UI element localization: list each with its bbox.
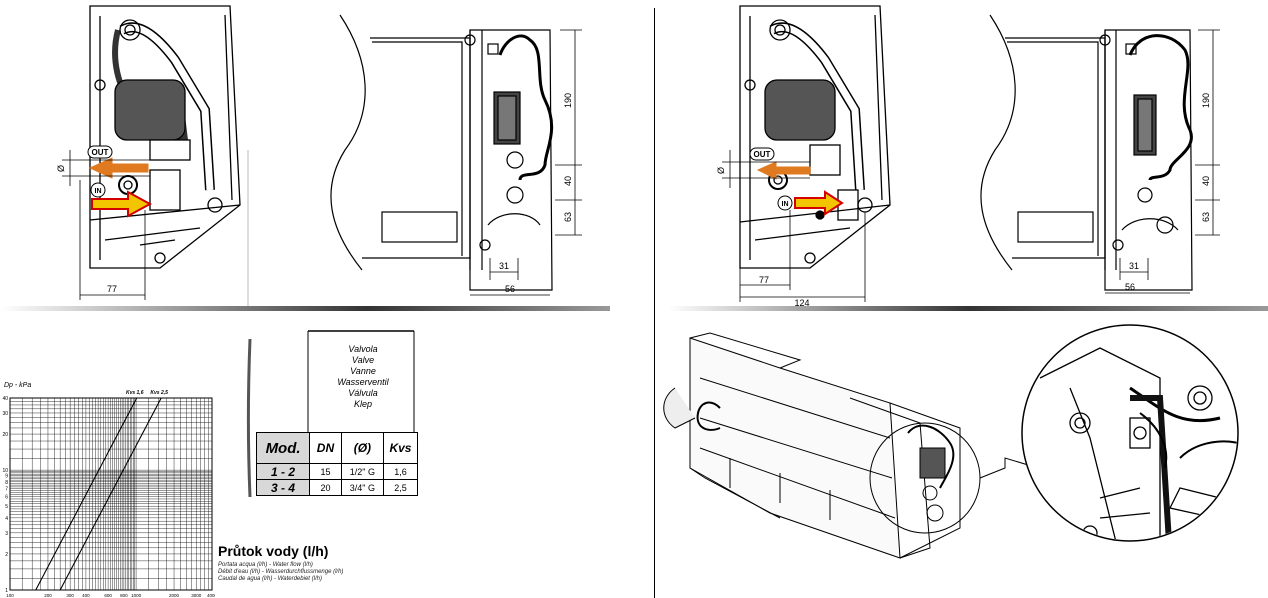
cell-dn: 20 — [309, 479, 342, 496]
cell-kvs: 2,5 — [382, 479, 419, 496]
arrow-in-icon-2 — [794, 190, 844, 216]
arrow-out-icon-2 — [756, 161, 811, 180]
dim-40: 40 — [563, 176, 573, 186]
unit-3d-view — [663, 324, 1239, 559]
x-tick-label: 200 — [44, 593, 52, 598]
x-tick-label: 600 — [104, 593, 112, 598]
x-tick-label: 1000 — [131, 593, 142, 598]
dim-77-2: 77 — [759, 275, 769, 285]
valve-lang: Valve — [351, 355, 375, 365]
y-tick-label: 6 — [5, 495, 8, 501]
col-mod: Mod. — [255, 432, 311, 464]
dim-31: 31 — [499, 261, 509, 271]
x-tick-label: 800 — [120, 593, 128, 598]
detail-callout-large — [1021, 324, 1239, 542]
dim-31-2: 31 — [1129, 261, 1139, 271]
cell-dia: 3/4" G — [340, 479, 384, 496]
valve-table: Mod. DN (Ø) Kvs 1 - 2 15 1/2" G 1,6 3 - … — [255, 432, 419, 496]
in-badge: IN — [90, 182, 106, 198]
x-tick-label: 2000 — [169, 593, 180, 598]
dim-190-2: 190 — [1201, 93, 1211, 108]
diameter-label: Ø — [56, 165, 66, 172]
arrow-in-icon — [91, 190, 153, 218]
valve-lang: Klep — [353, 399, 372, 409]
valve-header-langs: Valvola Valve Vanne Wasserventil Válvula… — [310, 344, 416, 410]
x-tick-label: 300 — [66, 593, 74, 598]
cell-kvs: 1,6 — [382, 463, 419, 480]
diameter-label-2: Ø — [716, 167, 726, 174]
dim-56-2: 56 — [1125, 282, 1135, 292]
y-tick-label: 1 — [5, 588, 8, 594]
y-tick-label: 4 — [5, 516, 8, 522]
y-tick-label: 3 — [5, 531, 8, 537]
flow-subtitle-line: Débit d'eau (l/h) - Wasserdurchflussmeng… — [218, 569, 344, 575]
svg-text:OUT: OUT — [754, 150, 771, 159]
valve-lang: Vanne — [350, 366, 376, 376]
x-tick-label: 4000 — [207, 593, 215, 598]
y-tick-label: 30 — [2, 411, 8, 417]
y-tick-label: 9 — [5, 474, 8, 480]
flow-subtitle: Portata acqua (l/h) - Water flow (l/h) D… — [218, 562, 343, 583]
table-row: 1 - 2 15 1/2" G 1,6 — [255, 463, 419, 480]
valve-table-block: Valvola Valve Vanne Wasserventil Válvula… — [246, 329, 419, 501]
y-tick-label: 20 — [2, 432, 8, 438]
valve-lang: Wasserventil — [337, 377, 389, 387]
separator-left — [0, 306, 610, 311]
col-dia: (Ø) — [340, 432, 384, 464]
y-tick-label: 2 — [5, 552, 8, 558]
x-tick-label: 400 — [82, 593, 90, 598]
svg-text:IN: IN — [782, 201, 789, 208]
dim-63: 63 — [563, 212, 573, 222]
flow-title: Průtok vody (l/h) — [218, 543, 329, 559]
out-badge-2: OUT — [749, 147, 775, 161]
chart-frame — [9, 397, 213, 591]
cell-dia: 1/2" G — [340, 463, 384, 480]
y-tick-label: 10 — [2, 468, 8, 474]
unit-side-outline — [89, 5, 241, 269]
vertical-divider — [654, 8, 655, 598]
y-axis-label: Dp - kPa — [4, 382, 31, 389]
col-kvs: Kvs — [382, 432, 419, 464]
separator-right — [668, 306, 1268, 311]
dim-63-2: 63 — [1201, 212, 1211, 222]
arrow-out-icon — [88, 157, 149, 179]
table-row: 3 - 4 20 3/4" G 2,5 — [255, 479, 419, 496]
dim-77: 77 — [107, 284, 117, 294]
y-tick-label: 7 — [5, 487, 8, 493]
kvs-label: Kvs 1,6 — [126, 390, 144, 396]
dim-124: 124 — [794, 298, 809, 308]
x-tick-label: 3000 — [191, 593, 202, 598]
in-badge-2: IN — [777, 195, 793, 211]
valve-lang: Valvola — [348, 344, 378, 354]
x-tick-label: 100 — [6, 593, 14, 598]
flow-subtitle-line: Portata acqua (l/h) - Water flow (l/h) — [218, 562, 313, 568]
chart-grid — [9, 397, 213, 591]
kvs-line — [59, 397, 162, 591]
svg-text:OUT: OUT — [92, 148, 109, 157]
out-badge: OUT — [87, 145, 113, 159]
flow-subtitle-line: Caudal de agua (l/h) - Waterdebiet (l/h) — [218, 576, 322, 582]
svg-text:IN: IN — [95, 188, 102, 195]
dim-190: 190 — [563, 93, 573, 108]
dim-56: 56 — [505, 284, 515, 294]
valve-lang: Válvula — [348, 388, 378, 398]
drawing-top-left: OUT IN Ø 77 — [56, 5, 582, 310]
col-dn: DN — [309, 432, 342, 464]
cell-mod: 3 - 4 — [255, 479, 311, 496]
kvs-label: Kvs 2,5 — [150, 390, 168, 396]
chart-kvs-lines: Kvs 1,6 Kvs 2,5 — [35, 390, 168, 591]
drawing-top-right: OUT IN Ø 77 124 190 40 63 — [716, 5, 1220, 308]
y-tick-label: 8 — [5, 480, 8, 486]
valve-table-frame — [247, 330, 415, 498]
kvs-line — [35, 397, 138, 591]
y-tick-label: 40 — [2, 396, 8, 402]
y-tick-label: 5 — [5, 504, 8, 510]
cell-mod: 1 - 2 — [255, 463, 311, 480]
cell-dn: 15 — [309, 463, 342, 480]
dim-40-2: 40 — [1201, 176, 1211, 186]
